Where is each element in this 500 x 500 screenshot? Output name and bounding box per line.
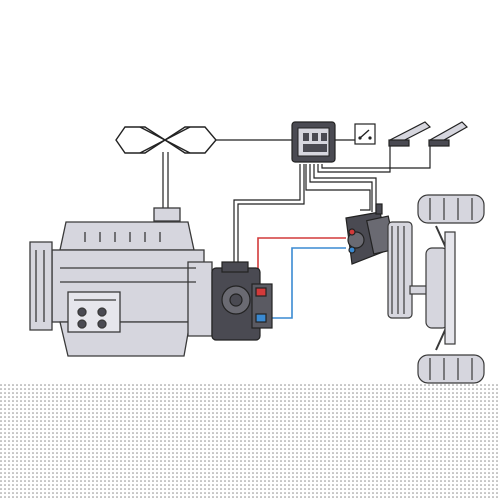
tachometer-sensor-icon (116, 127, 216, 153)
hydraulic-pump-icon (212, 262, 272, 340)
switch-icon (355, 124, 375, 144)
pedal-icon-2 (429, 122, 467, 146)
pressure-line (258, 238, 346, 290)
diesel-engine-icon (30, 208, 212, 356)
floor-pattern (0, 383, 500, 500)
return-line (262, 248, 346, 318)
drive-axle-icon (388, 195, 484, 383)
control-unit-icon (292, 122, 335, 162)
pedal-icon (389, 122, 430, 146)
